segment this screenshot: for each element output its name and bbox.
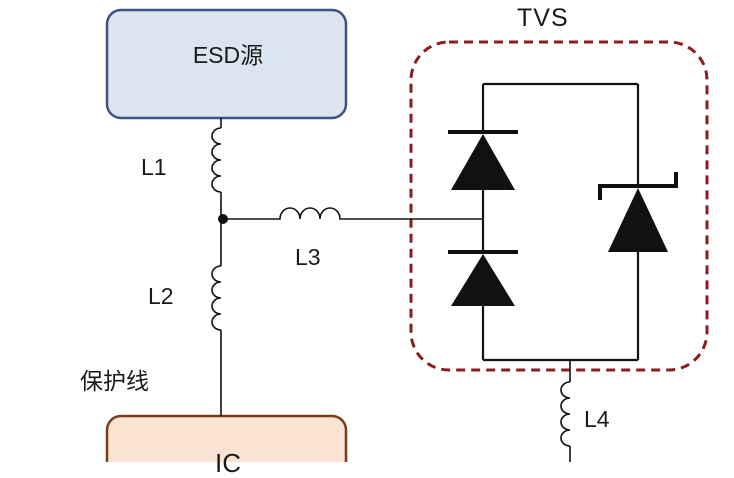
ic-label: IC	[215, 448, 241, 478]
inductor-l3	[268, 207, 348, 220]
guard-line-label: 保护线	[80, 368, 149, 394]
tvs-enclosure	[409, 40, 709, 372]
inductor-l4-label: L4	[584, 406, 610, 432]
tvs-title: TVS	[517, 4, 569, 32]
main-wires	[220, 118, 483, 416]
tvs-diode-upper	[448, 130, 518, 190]
ic-box	[105, 414, 348, 462]
inductor-l3-label: L3	[295, 244, 321, 270]
esd-source-box	[105, 8, 348, 120]
inductor-l2-label: L2	[148, 283, 174, 309]
inductor-l4	[560, 360, 571, 462]
tvs-zener-diode	[598, 172, 678, 252]
tvs-wiring	[481, 82, 640, 362]
inductor-l1	[211, 127, 222, 193]
schematic-canvas	[105, 8, 709, 462]
esd-source-label: ESD源	[192, 42, 264, 68]
tvs-diode-lower	[448, 250, 518, 306]
circuit-diagram: ESD源 IC TVS L1 L2 L3 L4 保护线	[80, 4, 709, 476]
inductor-l1-label: L1	[141, 154, 167, 180]
inductor-l2	[211, 265, 222, 331]
junction-dot	[218, 214, 228, 224]
